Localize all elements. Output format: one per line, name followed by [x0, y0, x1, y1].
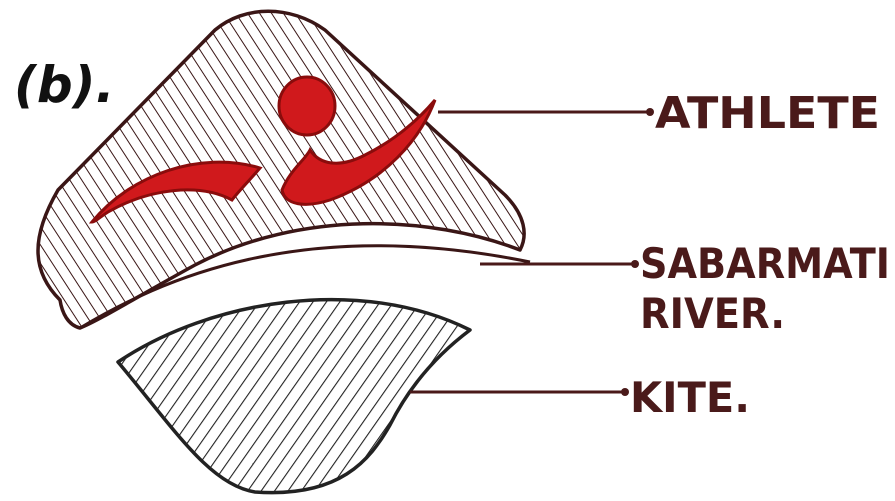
kite-leader-dot [621, 388, 629, 396]
kite-shape [118, 300, 470, 493]
athlete-leader-dot [646, 108, 654, 116]
athlete-head [279, 77, 335, 135]
label-athlete: ATHLETE [655, 88, 880, 139]
label-sabarmati: SABARMATI [640, 239, 890, 288]
figure-marker: (b). [14, 56, 115, 114]
label-kite: KITE. [630, 373, 750, 422]
label-river: RIVER. [640, 289, 785, 338]
river-leader-dot [631, 260, 639, 268]
